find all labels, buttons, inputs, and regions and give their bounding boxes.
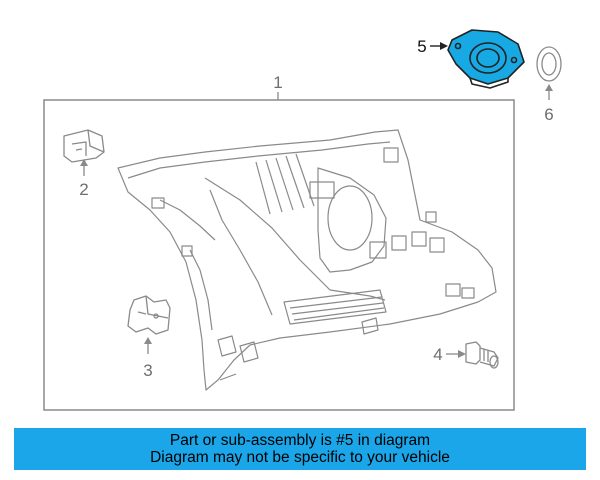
callout-6-arrowhead — [545, 84, 553, 91]
callout-4-label: 4 — [433, 345, 442, 364]
callout-5-arrowhead — [440, 42, 448, 50]
callout-6-label: 6 — [544, 105, 553, 124]
parts-diagram: 1 — [43, 29, 562, 411]
callout-2-label: 2 — [79, 180, 88, 199]
assembly-frame — [43, 99, 515, 411]
info-banner: Part or sub-assembly is #5 in diagram Di… — [14, 428, 586, 470]
callout-5-label: 5 — [417, 37, 426, 56]
bracket-part-3 — [127, 295, 171, 335]
banner-line-1: Part or sub-assembly is #5 in diagram — [169, 432, 431, 449]
callout-3-arrowhead — [144, 337, 152, 344]
callout-1-label: 1 — [273, 73, 282, 92]
clip-part-2 — [63, 129, 105, 163]
bezel-part-5 — [447, 29, 525, 89]
callout-4-arrowhead — [458, 350, 466, 358]
banner-line-2: Diagram may not be specific to your vehi… — [150, 449, 450, 466]
callout-3-label: 3 — [143, 361, 152, 380]
screw-part-4 — [465, 341, 499, 369]
quarter-trim-panel — [117, 129, 497, 391]
grommet-part-6 — [536, 46, 562, 82]
callout-2-arrowhead — [80, 159, 88, 166]
